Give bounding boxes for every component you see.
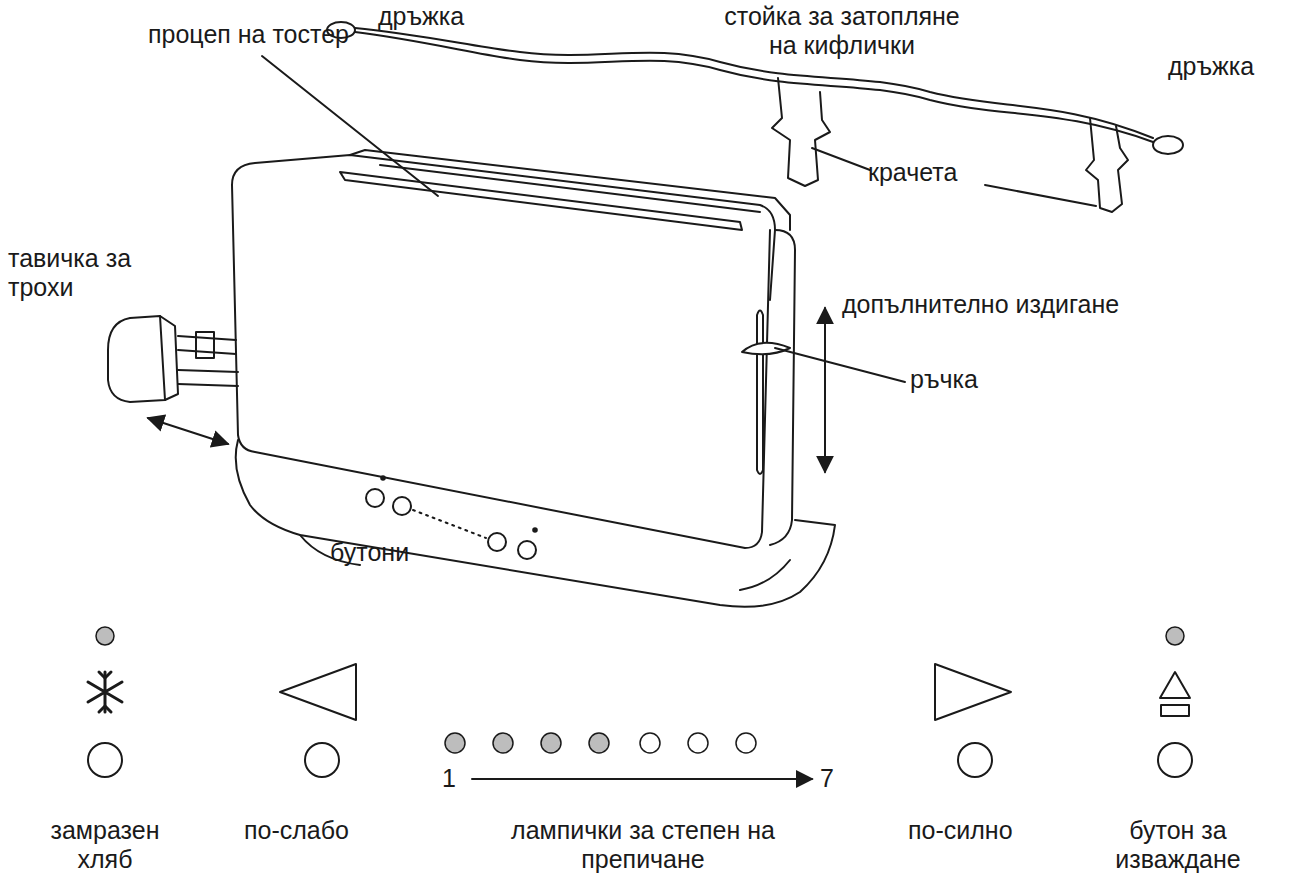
part-label: дръжка — [378, 2, 464, 31]
part-label: ръчка — [910, 365, 978, 394]
button-label: по-слабо — [244, 816, 349, 845]
control-panel — [88, 627, 1192, 779]
part-label: процеп на тостер — [148, 20, 349, 49]
button-label: замразен хляб — [40, 816, 170, 874]
button-label: лампички за степен на препичане — [478, 816, 808, 874]
part-label: допълнително издигане — [842, 290, 1119, 319]
bun-rack — [327, 22, 1183, 212]
part-label: стойка за затопляне на кифлички — [712, 2, 972, 60]
toaster-body — [108, 56, 1096, 607]
button-label: по-силно — [908, 816, 1013, 845]
part-label: тавичка за трохи — [8, 244, 158, 302]
scale-number: 7 — [820, 764, 834, 793]
part-label: крачета — [868, 158, 957, 187]
snowflake-icon — [88, 672, 122, 712]
button-label: бутон за изваждане — [1108, 816, 1248, 874]
part-label: дръжка — [1168, 52, 1254, 81]
part-label: бутони — [330, 538, 409, 567]
scale-number: 1 — [442, 764, 456, 793]
